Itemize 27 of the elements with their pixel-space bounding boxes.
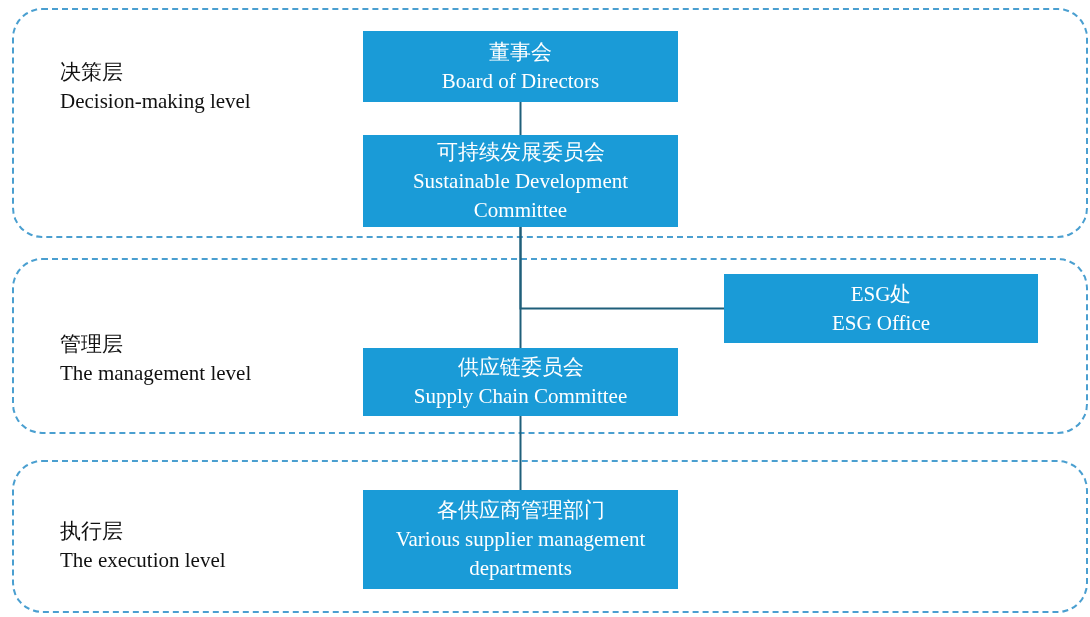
box-text: Board of Directors [440, 67, 601, 95]
level-label: 执行层 [60, 518, 124, 545]
connector-line [519, 415, 522, 491]
level-band [12, 258, 1088, 434]
connector-line [519, 226, 522, 349]
org-box [724, 274, 1038, 343]
level-label: 决策层 [60, 59, 124, 86]
box-text: 董事会 [488, 38, 553, 66]
box-text: Supply Chain Committee [412, 383, 629, 410]
box-text: Sustainable Development Committee [411, 167, 630, 224]
level-label: The management level [60, 360, 253, 387]
org-box [363, 135, 678, 227]
connector-line [519, 101, 522, 136]
level-label: The execution level [60, 547, 227, 574]
box-text: Various supplier management departments [394, 526, 647, 582]
box-text: 可持续发展委员会 [435, 138, 606, 166]
level-label: 管理层 [60, 331, 124, 358]
level-label: Decision-making level [60, 88, 252, 115]
org-box [363, 31, 678, 102]
level-band [12, 460, 1088, 613]
box-text: ESG处 [849, 280, 913, 308]
level-band [12, 8, 1088, 238]
box-text: 各供应商管理部门 [435, 497, 606, 524]
org-box [363, 348, 678, 416]
box-text: 供应链委员会 [456, 354, 585, 381]
org-box [363, 490, 678, 589]
box-text: ESG Office [830, 309, 932, 337]
